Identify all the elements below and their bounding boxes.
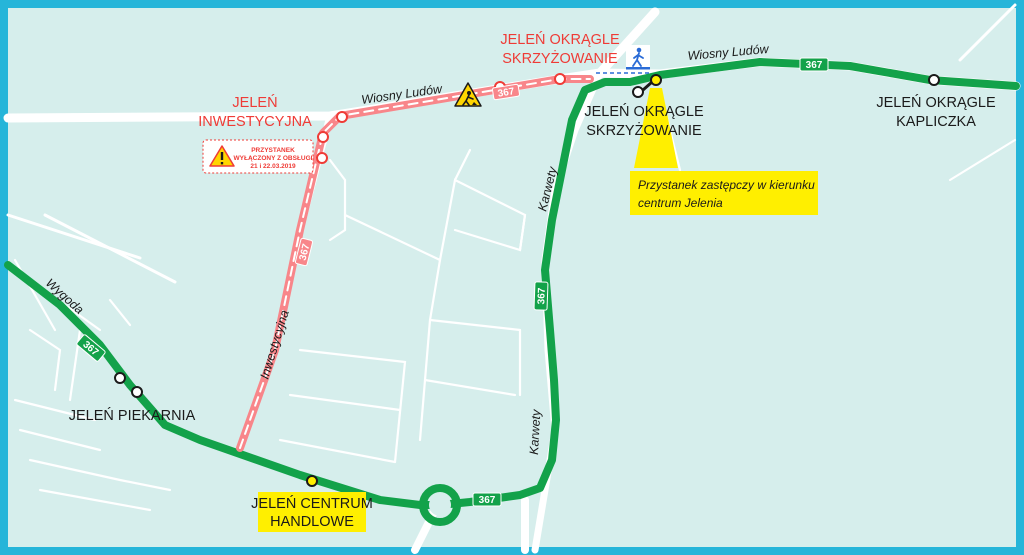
temporary-stop-note-line-2: centrum Jelenia [638,196,723,210]
route-stop-markers [114,74,940,487]
stop-label-okragle-closed-1: JELEŃ OKRĄGLE [500,31,620,48]
bus-route-367 [4,58,1020,509]
svg-text:367: 367 [536,287,548,304]
centrum-highlight [258,492,366,532]
closure-notice: PRZYSTANEK WYŁĄCZONY Z OBSŁUGI 21 i 22.0… [202,139,314,174]
stop-label-piekarnia: JELEŃ PIEKARNIA [69,407,196,424]
roadworks-icon [454,82,482,107]
stop-label-kapliczka-1: JELEŃ OKRĄGLE [876,94,996,111]
route-shield-top: 367 [799,57,829,72]
route-shield-detour-left: 367 [294,237,314,267]
pedestrian-crossing-icon [626,45,650,70]
temporary-stop-note: Przystanek zastępczy w kierunku centrum … [630,171,818,215]
roundabout [419,484,461,526]
stop-label-okragle-2: SKRZYŻOWANIE [586,121,702,139]
stop-label-okragle-1: JELEŃ OKRĄGLE [584,103,704,120]
detour-stop-markers [316,73,566,164]
svg-text:367: 367 [479,495,496,506]
svg-text:367: 367 [497,86,516,100]
route-shield-detour-top: 367 [492,83,520,101]
local-streets [13,88,1017,512]
stop-label-okragle-closed-2: SKRZYŻOWANIE [502,49,618,67]
stop-label-centrum-1: JELEŃ CENTRUM [251,495,373,512]
svg-text:367: 367 [298,242,313,261]
stop-label-inwestycyjna-1: JELEŃ [232,94,277,111]
temporary-stop-beam [634,88,678,168]
stop-label-centrum-2: HANDLOWE [270,514,354,530]
street-label-karwety-lower: Karwety [527,409,543,456]
svg-text:367: 367 [806,60,823,71]
route-shield-bottom: 367 [472,492,502,507]
closure-line-2: WYŁĄCZONY Z OBSŁUGI [234,155,313,162]
route-shield-karwety: 367 [533,281,549,311]
stop-label-inwestycyjna-2: INWESTYCYJNA [198,114,312,130]
warning-icon [209,145,235,167]
stop-label-kapliczka-2: KAPLICZKA [896,114,976,130]
closure-line-3: 21 i 22.03.2019 [250,163,296,170]
closure-line-1: PRZYSTANEK [251,147,295,154]
temporary-stop-note-line-1: Przystanek zastępczy w kierunku [638,178,815,192]
